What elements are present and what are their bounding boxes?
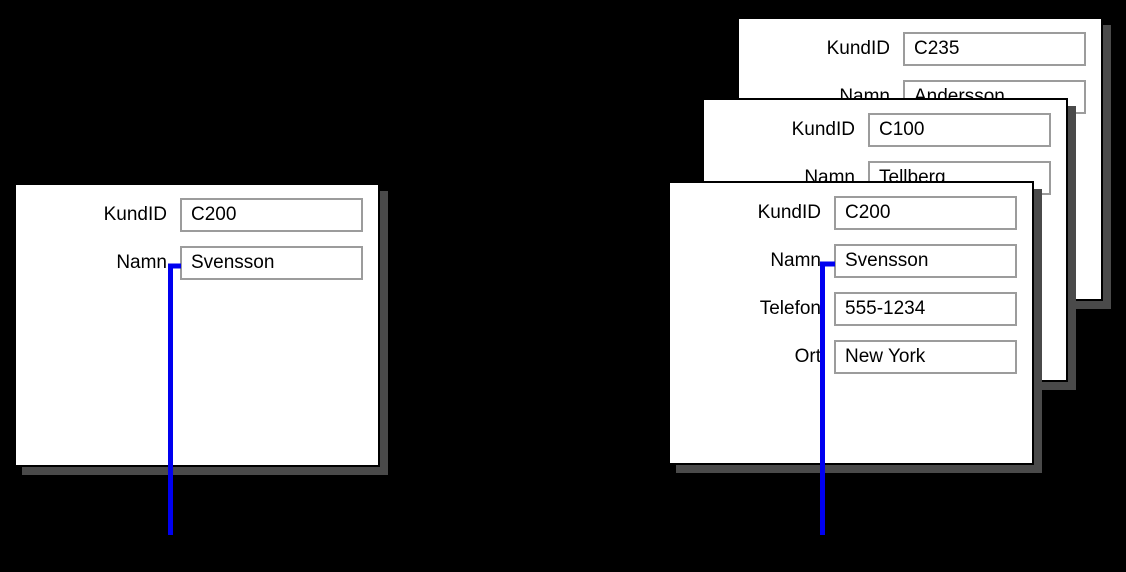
kundid-label: KundID	[791, 119, 855, 140]
field-row-namn: Namn Svensson	[16, 246, 378, 280]
telefon-field: 555-1234	[834, 292, 1017, 326]
kundid-field: C235	[903, 32, 1086, 66]
customer-card-single: KundID C200 Namn Svensson	[14, 183, 380, 467]
ort-field: New York	[834, 340, 1017, 374]
field-row-telefon: Telefon 555-1234	[670, 292, 1032, 326]
stacked-card-front: KundID C200 Namn Svensson Telefon 555-12…	[668, 181, 1034, 465]
field-row-ort: Ort New York	[670, 340, 1032, 374]
namn-field: Svensson	[180, 246, 363, 280]
kundid-field: C200	[834, 196, 1017, 230]
field-row-namn: Namn Svensson	[670, 244, 1032, 278]
namn-label: Namn	[116, 252, 167, 273]
field-row-kundid: KundID C200	[670, 196, 1032, 230]
field-row-kundid: KundID C200	[16, 198, 378, 232]
telefon-label: Telefon	[759, 298, 821, 319]
kundid-label: KundID	[826, 38, 890, 59]
kundid-label: KundID	[757, 202, 821, 223]
kundid-label: KundID	[103, 204, 167, 225]
field-row-kundid: KundID C235	[739, 32, 1101, 66]
namn-label: Namn	[770, 250, 821, 271]
namn-field: Svensson	[834, 244, 1017, 278]
kundid-field: C100	[868, 113, 1051, 147]
kundid-field: C200	[180, 198, 363, 232]
field-row-kundid: KundID C100	[704, 113, 1066, 147]
ort-label: Ort	[794, 346, 821, 367]
